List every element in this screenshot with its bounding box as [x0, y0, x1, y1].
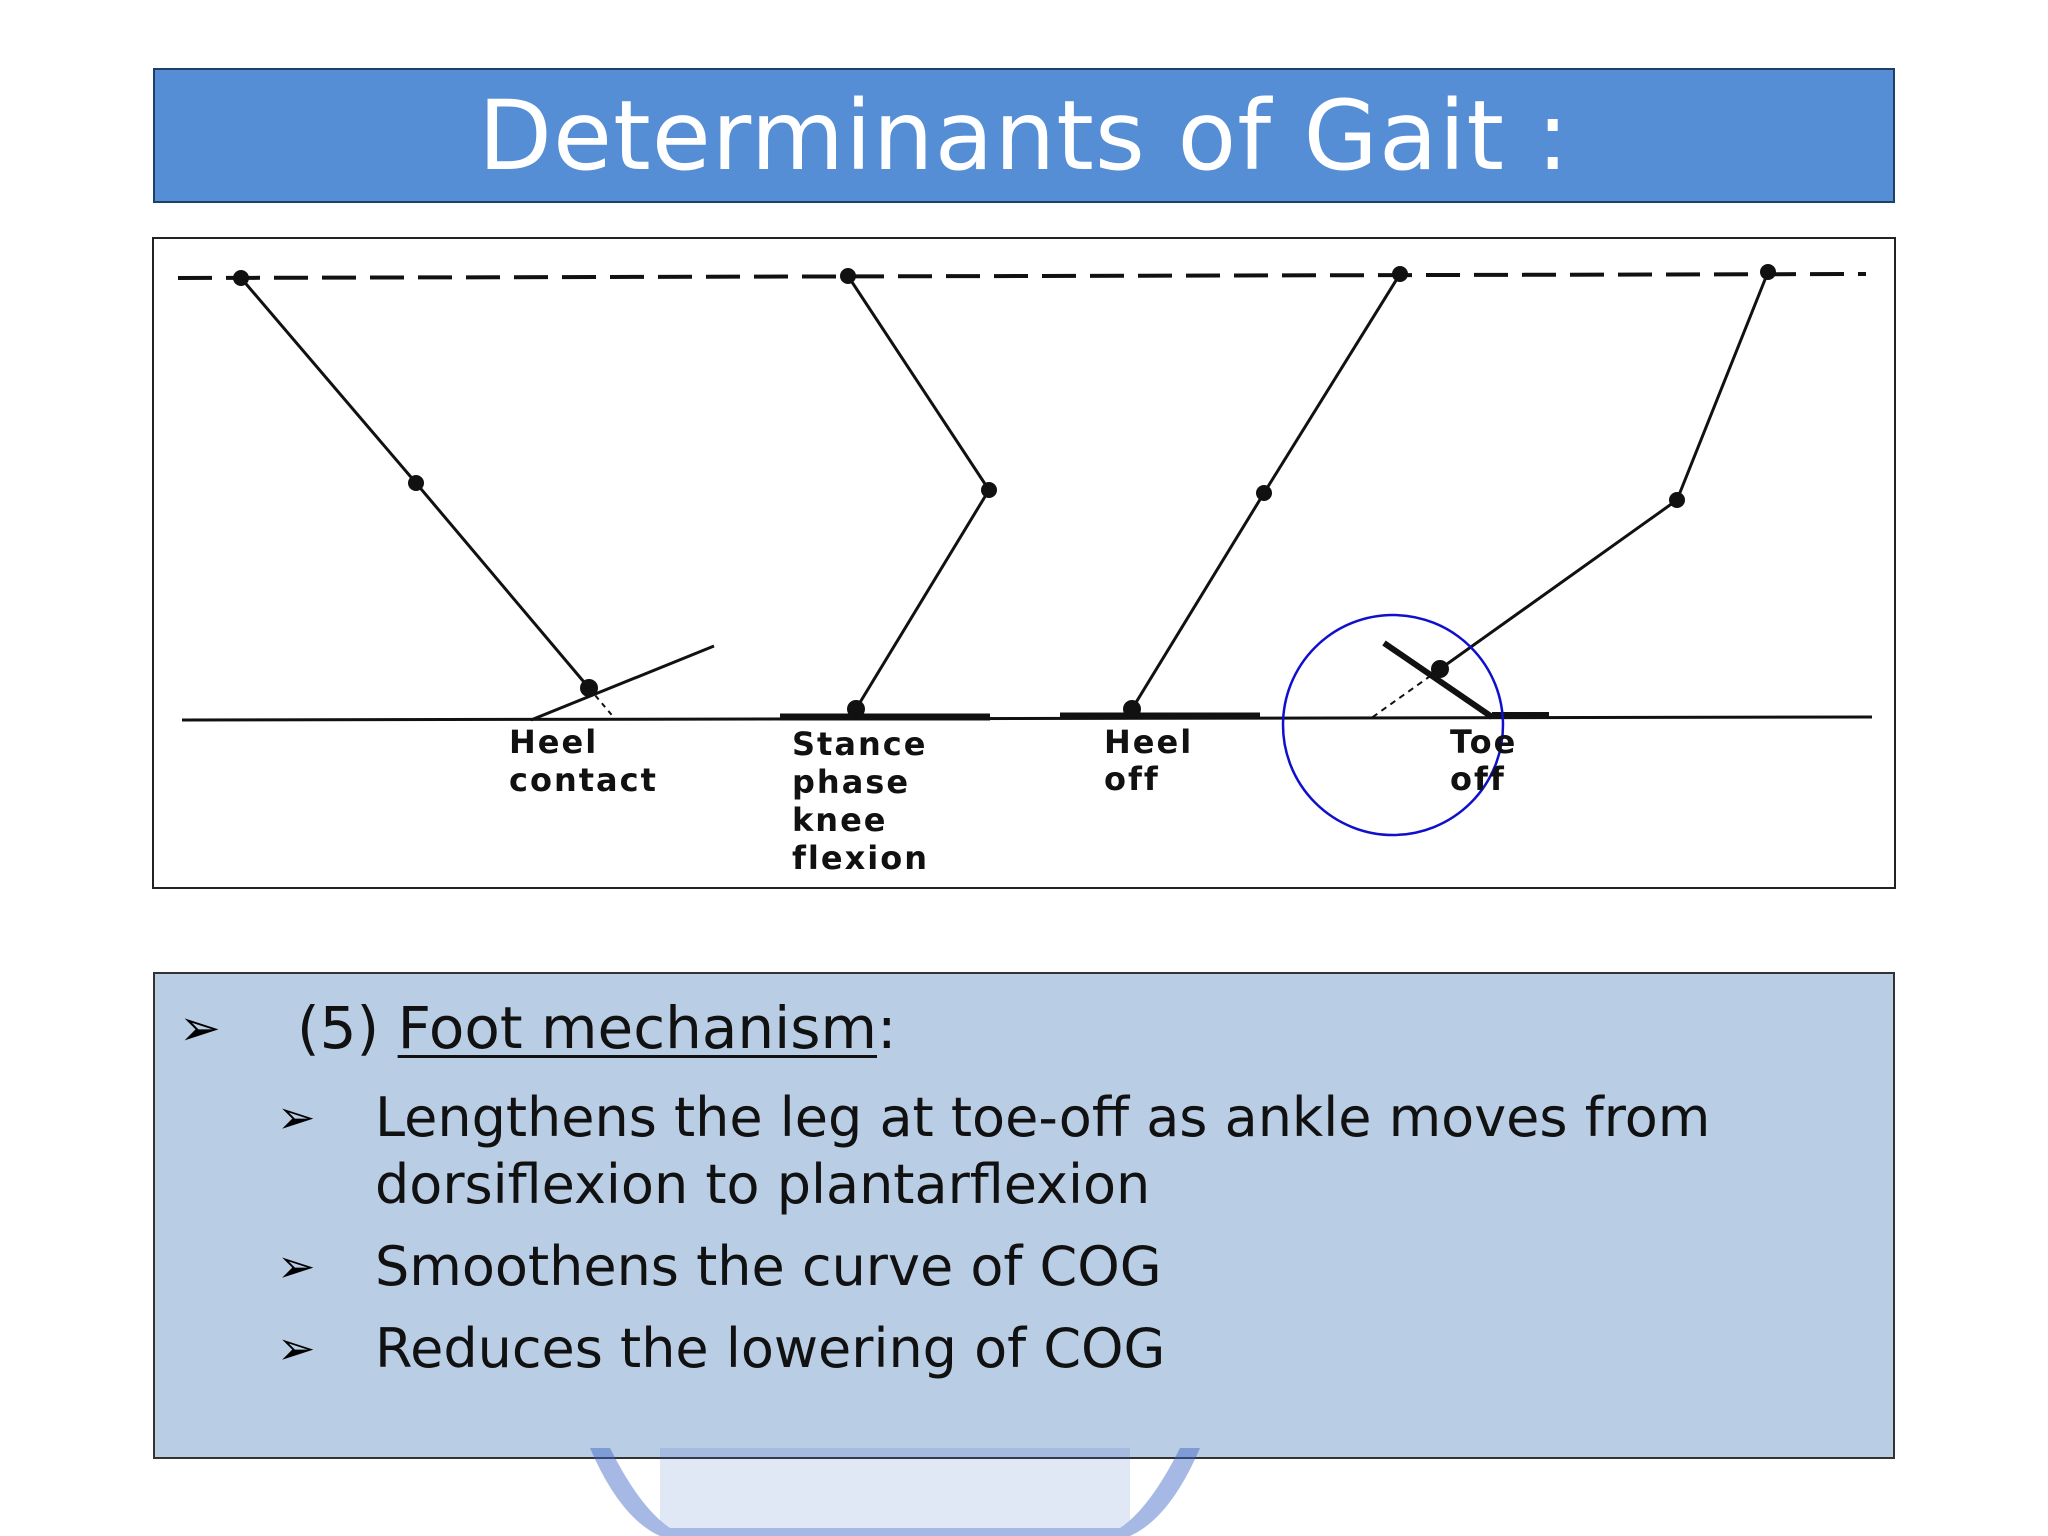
slide-title: Determinants of Gait : — [478, 79, 1570, 192]
figure-heel-contact — [233, 270, 715, 722]
figure-heel-off — [1060, 266, 1408, 720]
gait-diagram-svg: Heel contact Stance phase knee flexion H… — [177, 264, 1873, 877]
label-toe-off: Toe off — [1450, 723, 1530, 798]
list-item-text: Reduces the lowering of COG — [375, 1317, 1166, 1380]
main-bullet: ➢ (5) Foot mechanism: — [179, 994, 897, 1062]
watermark-svg — [590, 1448, 1200, 1536]
ground-line — [181, 715, 1873, 722]
highlight-circle — [1281, 613, 1505, 837]
arrow-bullet-icon: ➢ — [277, 1090, 316, 1144]
list-item: ➢ Reduces the lowering of COG — [277, 1315, 1777, 1382]
arrow-bullet-icon: ➢ — [277, 1321, 316, 1375]
list-item: ➢ Smoothens the curve of COG — [277, 1233, 1777, 1300]
figure-toe-off — [1369, 264, 1776, 720]
label-stance-phase: Stance phase knee flexion — [792, 725, 941, 877]
gait-diagram: Heel contact Stance phase knee flexion H… — [152, 237, 1896, 889]
main-bullet-colon: : — [877, 994, 897, 1062]
label-heel-contact: Heel contact — [509, 723, 658, 799]
title-bar: Determinants of Gait : — [153, 68, 1895, 203]
label-heel-off: Heel off — [1104, 723, 1206, 798]
list-item-text: Smoothens the curve of COG — [375, 1235, 1162, 1298]
list-item: ➢ Lengthens the leg at toe-off as ankle … — [277, 1084, 1777, 1218]
arrow-bullet-icon: ➢ — [179, 999, 221, 1057]
sub-bullet-list: ➢ Lengthens the leg at toe-off as ankle … — [277, 1084, 1777, 1397]
main-bullet-number: (5) — [297, 994, 380, 1062]
bullet-box: ➢ (5) Foot mechanism: ➢ Lengthens the le… — [153, 972, 1895, 1459]
list-item-text: Lengthens the leg at toe-off as ankle mo… — [375, 1086, 1711, 1216]
watermark-logo — [590, 1448, 1200, 1536]
figure-stance-phase — [780, 268, 997, 721]
arrow-bullet-icon: ➢ — [277, 1239, 316, 1293]
main-bullet-term: Foot mechanism — [397, 994, 878, 1062]
cog-dashed-line — [177, 272, 1867, 280]
